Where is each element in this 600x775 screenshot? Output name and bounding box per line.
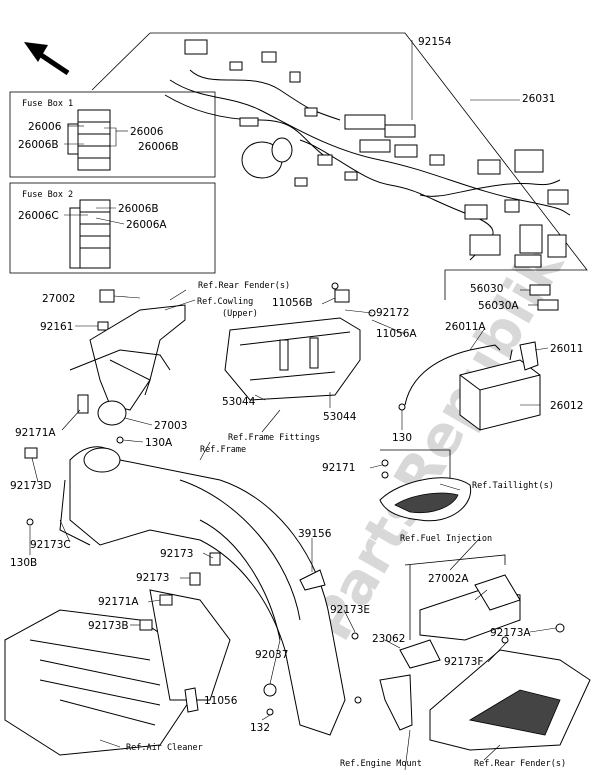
- part-number: 92172: [376, 307, 409, 319]
- ref-label: Ref.Frame Fittings: [228, 433, 320, 443]
- part-number: 23062: [372, 633, 405, 645]
- ref-label: Ref.Engine Mount: [340, 759, 422, 769]
- fuse-label: 26006B: [18, 139, 59, 151]
- part-number: 130A: [145, 437, 173, 449]
- part-number: 92173C: [30, 539, 71, 551]
- ref-label: Ref.Taillight(s): [472, 481, 554, 491]
- part-number: 92171A: [15, 427, 56, 439]
- ref-label: Ref.Rear Fender(s): [474, 759, 566, 769]
- connector-56030A: [537, 299, 559, 311]
- part-number: 132: [250, 722, 270, 734]
- part-number: 11056A: [376, 328, 417, 340]
- part-number: 92173: [136, 572, 169, 584]
- clamp-92173: [209, 552, 221, 566]
- fuse-box-2: Fuse Box 2 26006C 26006B 26006A: [9, 182, 216, 274]
- clamp-92173B: [139, 619, 153, 631]
- air-cleaner: [4, 589, 231, 756]
- grommet-11056: [184, 687, 199, 713]
- ref-label: Ref.Frame: [200, 445, 246, 455]
- clamp-92173: [189, 572, 201, 586]
- part-number: 39156: [298, 528, 332, 540]
- part-number: 92173D: [10, 480, 52, 492]
- part-number: 92154: [418, 36, 452, 48]
- part-number: 92173: [160, 548, 193, 560]
- fuse-label: 26006B: [118, 203, 159, 215]
- ref-label: (Upper): [222, 309, 258, 319]
- main-wiring-harness: [164, 39, 571, 268]
- part-number: 92173A: [490, 627, 531, 639]
- part-number: 27002A: [428, 573, 469, 585]
- part-number: 26031: [522, 93, 555, 105]
- front-direction-arrow-icon: [24, 42, 70, 76]
- part-number: 53044: [222, 396, 256, 408]
- part-number: 92173B: [88, 620, 129, 632]
- fuse-label: 26006C: [18, 210, 59, 222]
- ref-label: Ref.Cowling: [197, 297, 253, 307]
- part-number: 92171: [322, 462, 355, 474]
- part-number: 11056B: [272, 297, 313, 309]
- part-number: 130B: [10, 557, 37, 569]
- ref-label: Ref.Air Cleaner: [126, 743, 203, 753]
- fuse-box-1: Fuse Box 1 26006 26006B 26006 26006B: [9, 91, 216, 178]
- part-number: 92037: [255, 649, 288, 661]
- fuse-label: 26006B: [138, 141, 179, 153]
- connector-56030: [529, 284, 551, 296]
- part-number: 56030: [470, 283, 503, 295]
- part-number: 92173E: [330, 604, 370, 616]
- part-number: 26011: [550, 343, 583, 355]
- part-number: 130: [392, 432, 412, 444]
- ref-label: Ref.Rear Fender(s): [198, 281, 290, 291]
- part-number: 26012: [550, 400, 583, 412]
- part-number: 53044: [323, 411, 357, 423]
- fuse-label: 26006A: [126, 219, 167, 231]
- ref-label: Ref.Fuel Injection: [400, 534, 492, 544]
- part-number: 92161: [40, 321, 73, 333]
- clamp-92171A: [159, 594, 173, 606]
- part-number: 11056: [204, 695, 238, 707]
- part-number: 26011A: [445, 321, 486, 333]
- rear-ecu-assembly: [351, 554, 591, 751]
- fuse-label: 26006: [28, 121, 62, 133]
- harness-boundary: [150, 32, 588, 300]
- part-number: 56030A: [478, 300, 519, 312]
- fuse-label: 26006: [130, 126, 164, 138]
- fuse-box-1-title: Fuse Box 1: [22, 99, 73, 109]
- battery: [398, 341, 541, 431]
- part-number: 27003: [154, 420, 187, 432]
- fuse-box-2-title: Fuse Box 2: [22, 190, 73, 200]
- part-number: 27002: [42, 293, 75, 305]
- battery-tray: [224, 282, 376, 401]
- main-frame: [26, 446, 346, 736]
- taillight: [379, 449, 472, 522]
- part-number: 92171A: [98, 596, 139, 608]
- clamp-92173D: [24, 447, 38, 459]
- part-number: 92173F: [444, 656, 483, 668]
- relay-bracket-assembly: [69, 289, 186, 444]
